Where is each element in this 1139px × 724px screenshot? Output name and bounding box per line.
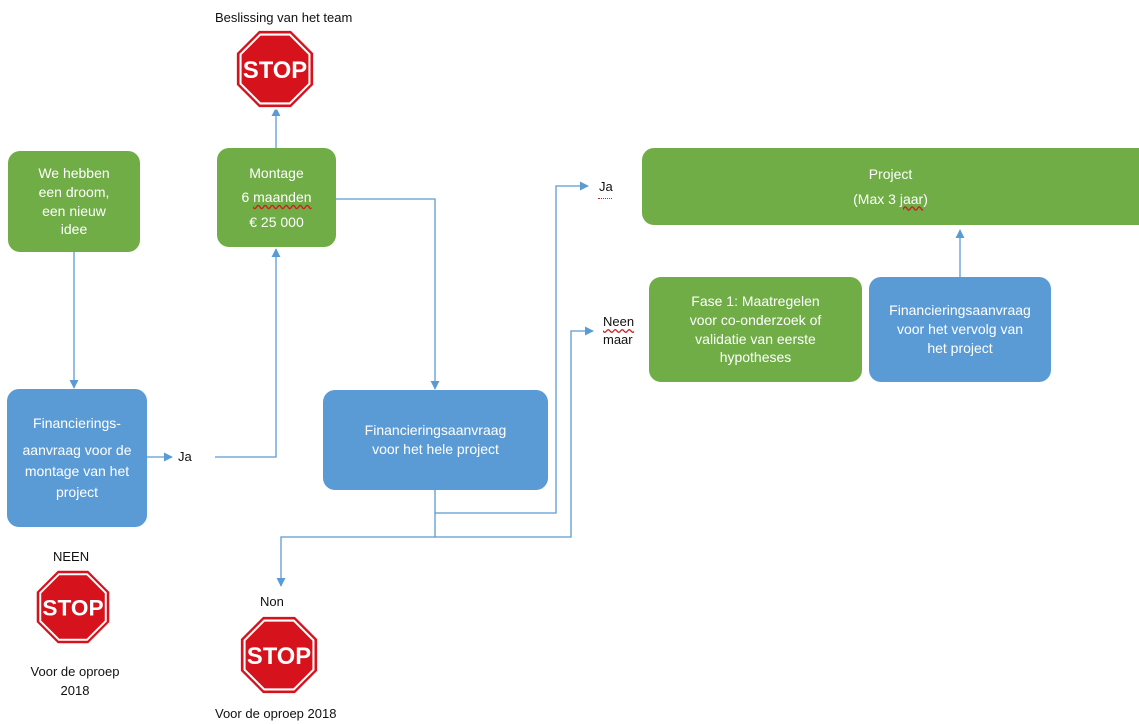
funding-montage-line-3: montage van het: [24, 463, 130, 479]
montage-budget: € 25 000: [249, 213, 304, 230]
team-decision-caption: Beslissing van het team: [215, 10, 353, 25]
funding-montage-box: Financierings- aanvraag voor de montage …: [7, 389, 147, 527]
phase-line-1: Fase 1: Maatregelen: [691, 292, 820, 309]
arrow-to-non: [276, 536, 435, 587]
funding-next-line-3: het project: [927, 339, 993, 356]
dream-line-4: idee: [60, 221, 88, 238]
montage-box: Montage 6 maanden € 25 000: [217, 148, 336, 247]
funding-montage-line-1: Financierings-: [33, 415, 121, 431]
stop-sign-text: STOP: [243, 57, 307, 84]
call-2018-left: Voor de oproep 2018: [30, 664, 120, 698]
project-title: Project: [868, 166, 913, 182]
dream-box: We hebben een droom, een nieuw idee: [8, 151, 140, 252]
funding-next-box: Financieringsaanvraag voor het vervolg v…: [869, 277, 1051, 382]
ja-underline: [598, 195, 612, 199]
arrow-to-neen-maar: [434, 326, 594, 538]
dream-line-2: een droom,: [38, 183, 110, 200]
non-label: Non: [260, 594, 284, 609]
call-2018-middle: Voor de oproep 2018: [215, 706, 337, 721]
funding-whole-project-box: Financieringsaanvraag voor het hele proj…: [323, 390, 548, 490]
stop-sign-icon: STOP: [34, 568, 112, 646]
montage-title: Montage: [249, 164, 304, 181]
ja-label-project: Ja: [599, 179, 613, 194]
funding-whole-line-2: voor het hele project: [372, 441, 499, 457]
neen-maar-label: Neen maar: [603, 314, 635, 348]
funding-next-line-1: Financieringsaanvraag: [889, 302, 1031, 319]
neen-label: NEEN: [53, 549, 90, 564]
funding-whole-line-1: Financieringsaanvraag: [364, 422, 507, 439]
funding-next-line-2: voor het vervolg van: [896, 321, 1024, 338]
stop-sign-text: STOP: [247, 643, 311, 670]
stop-sign-text: STOP: [42, 596, 103, 621]
funding-montage-line-2: aanvraag voor de: [22, 442, 132, 458]
arrow-to-ja-project: [434, 181, 589, 514]
phase-line-2: voor co-onderzoek of: [689, 311, 822, 328]
stop-sign-icon: STOP: [238, 614, 320, 696]
ja-label-montage: Ja: [178, 449, 192, 464]
phase-one-box: Fase 1: Maatregelen voor co-onderzoek of…: [649, 277, 862, 382]
funding-montage-line-4: project: [55, 484, 99, 500]
montage-duration: 6 maanden: [241, 189, 312, 206]
arrow-ja-to-montage: [215, 248, 281, 458]
dream-line-3: een nieuw: [42, 202, 106, 219]
phase-line-4: hypotheses: [719, 349, 792, 366]
stop-sign-icon: STOP: [234, 28, 316, 110]
arrow-montage-to-funding-whole: [336, 198, 440, 390]
phase-line-3: validatie van eerste: [695, 330, 816, 347]
project-duration: (Max 3 jaar): [853, 190, 928, 207]
dream-line-1: We hebben: [38, 164, 110, 181]
project-box: Project (Max 3 jaar): [642, 148, 1139, 225]
